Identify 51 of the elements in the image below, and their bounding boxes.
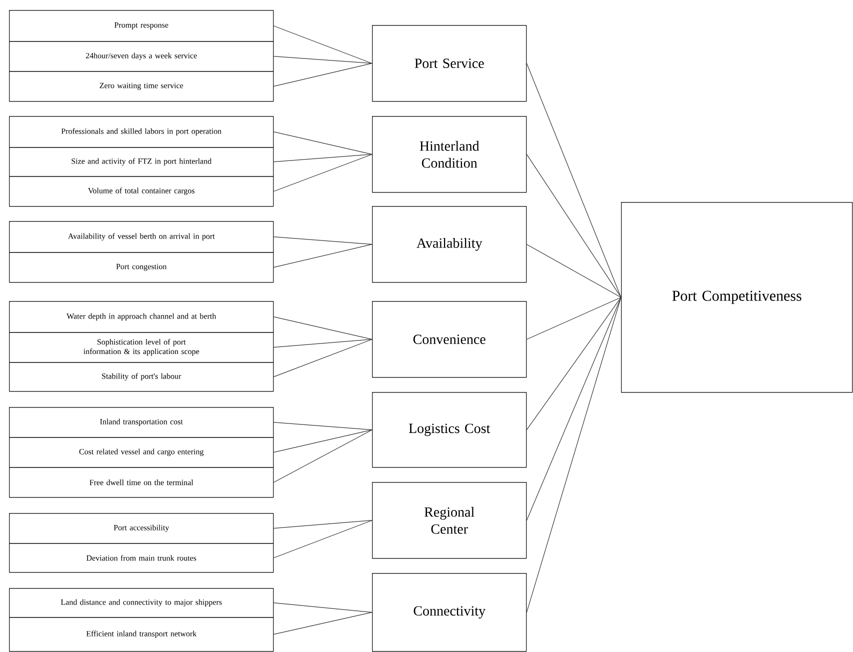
factor-item-box: Stability of port's labour [9,362,274,392]
connector-line [273,339,372,378]
connector-line [273,316,372,340]
factor-item-box: Inland transportation cost [9,407,274,438]
factor-item-box: Efficient inland transport network [9,617,274,652]
connector-line [273,63,372,87]
connector-line [526,297,622,340]
factor-box: Port Service [372,25,527,102]
factor-item-box: Cost related vessel and cargo entering [9,437,274,468]
outcome-box: Port Competitiveness [621,202,853,393]
factor-item-box: Volume of total container cargos [9,176,274,207]
connector-line [526,244,622,298]
connector-line [526,154,622,298]
factor-item-box: Port congestion [9,252,274,283]
connector-line [273,520,372,558]
factor-item-box: Zero waiting time service [9,71,274,102]
factor-item-box: Water depth in approach channel and at berth [9,301,274,333]
factor-box: Connectivity [372,573,527,652]
factor-item-box: Size and activity of FTZ in port hinterland [9,147,274,177]
factor-box: Convenience [372,301,527,378]
factor-item-box: Prompt response [9,10,274,42]
factor-box: Regional Center [372,482,527,559]
connector-line [526,297,622,613]
factor-item-box: Free dwell time on the terminal [9,467,274,498]
factor-box: Hinterland Condition [372,116,527,193]
connector-line [273,520,372,529]
connector-line [526,63,622,298]
connector-line [273,430,372,483]
connector-line [273,430,372,453]
connector-line [273,26,372,64]
connector-line [526,297,622,430]
factor-item-box: Land distance and connectivity to major shippers [9,588,274,618]
factor-item-box: Port accessibility [9,513,274,544]
connector-line [273,422,372,430]
connector-line [273,602,372,613]
connector-line [273,244,372,268]
connector-line [273,56,372,64]
connector-line [526,297,622,521]
factor-box: Availability [372,206,527,283]
connector-line [273,236,372,245]
factor-item-box: Professionals and skilled labors in port operation [9,116,274,148]
connector-line [273,612,372,635]
factor-item-box: Availability of vessel berth on arrival in port [9,221,274,253]
connector-line [273,154,372,162]
factor-item-box: Deviation from main trunk routes [9,543,274,573]
factor-box: Logistics Cost [372,392,527,468]
factor-item-box: 24hour/seven days a week service [9,41,274,72]
factor-item-box: Sophistication level of port information & its application scope [9,332,274,363]
connector-line [273,154,372,192]
connector-line [273,339,372,348]
connector-line [273,132,372,155]
